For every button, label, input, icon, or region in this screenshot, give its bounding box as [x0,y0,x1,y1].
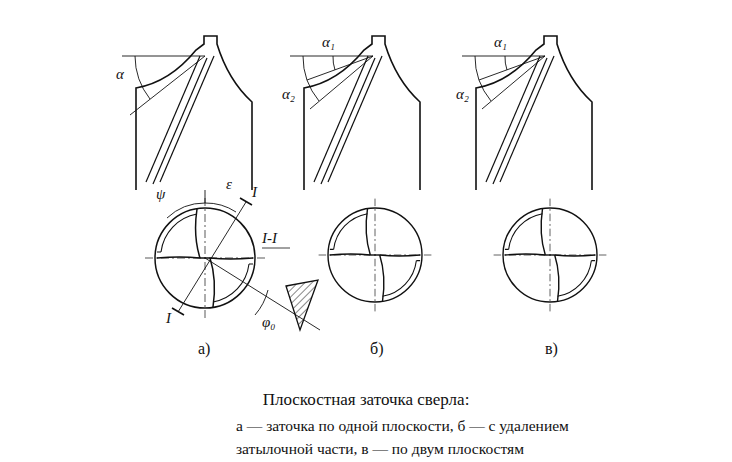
angle-label: α₁ [494,34,507,51]
section-mark: I [252,184,257,201]
figure-title: Плоскостная заточка сверла: [0,390,732,410]
angle-label: α₁ [322,34,335,51]
angle-label: α [116,66,124,83]
drill-side [476,36,592,190]
section-mark: I [166,310,171,327]
figure-caption: а — заточка по одной плоскости, б — с уд… [236,414,636,460]
angle-label: φ₀ [262,314,276,331]
section-profile [286,280,318,330]
drill-side [304,36,420,190]
view-label: б) [370,340,383,357]
view-label: в) [545,340,558,357]
section-label: I-I [262,230,277,247]
view-label: а) [198,340,210,357]
angle-label: α₂ [282,86,295,103]
drill-end-view [494,199,607,312]
drill-side [136,36,252,190]
angle-label: α₂ [456,86,469,103]
angle-label: ψ [156,186,165,203]
angle-lines [122,56,545,115]
drill-end-view [319,199,432,312]
section-lines [167,190,320,330]
angle-label: ε [226,176,232,193]
